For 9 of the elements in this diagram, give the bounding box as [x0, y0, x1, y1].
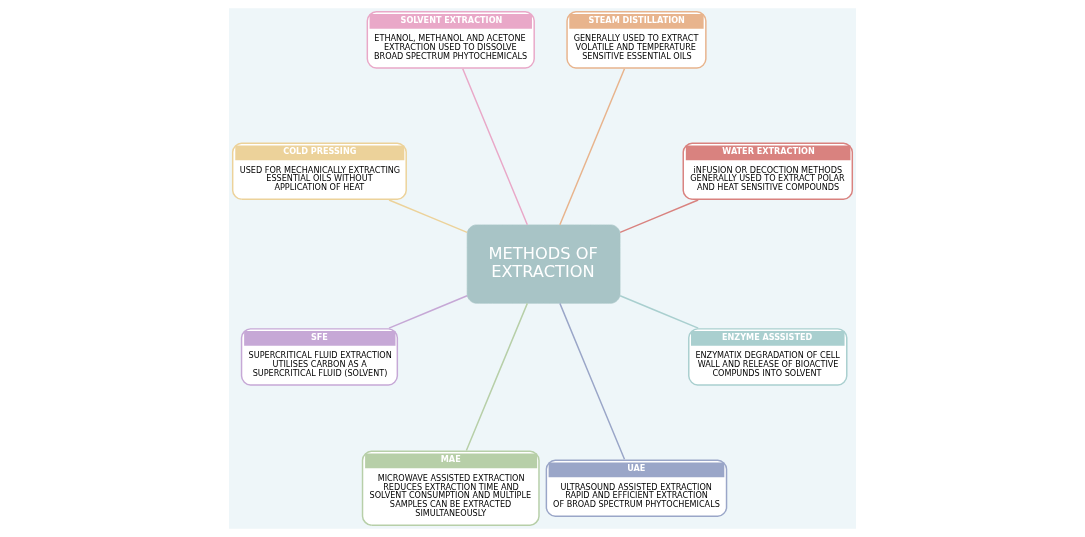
connector	[559, 302, 626, 461]
connector	[388, 295, 468, 329]
connector	[388, 199, 468, 234]
connector	[619, 199, 699, 234]
connector	[462, 68, 529, 226]
connector	[559, 68, 626, 226]
connector	[465, 302, 529, 452]
connector	[619, 295, 699, 329]
node-box: METHODS OF EXTRACTION	[466, 224, 621, 304]
